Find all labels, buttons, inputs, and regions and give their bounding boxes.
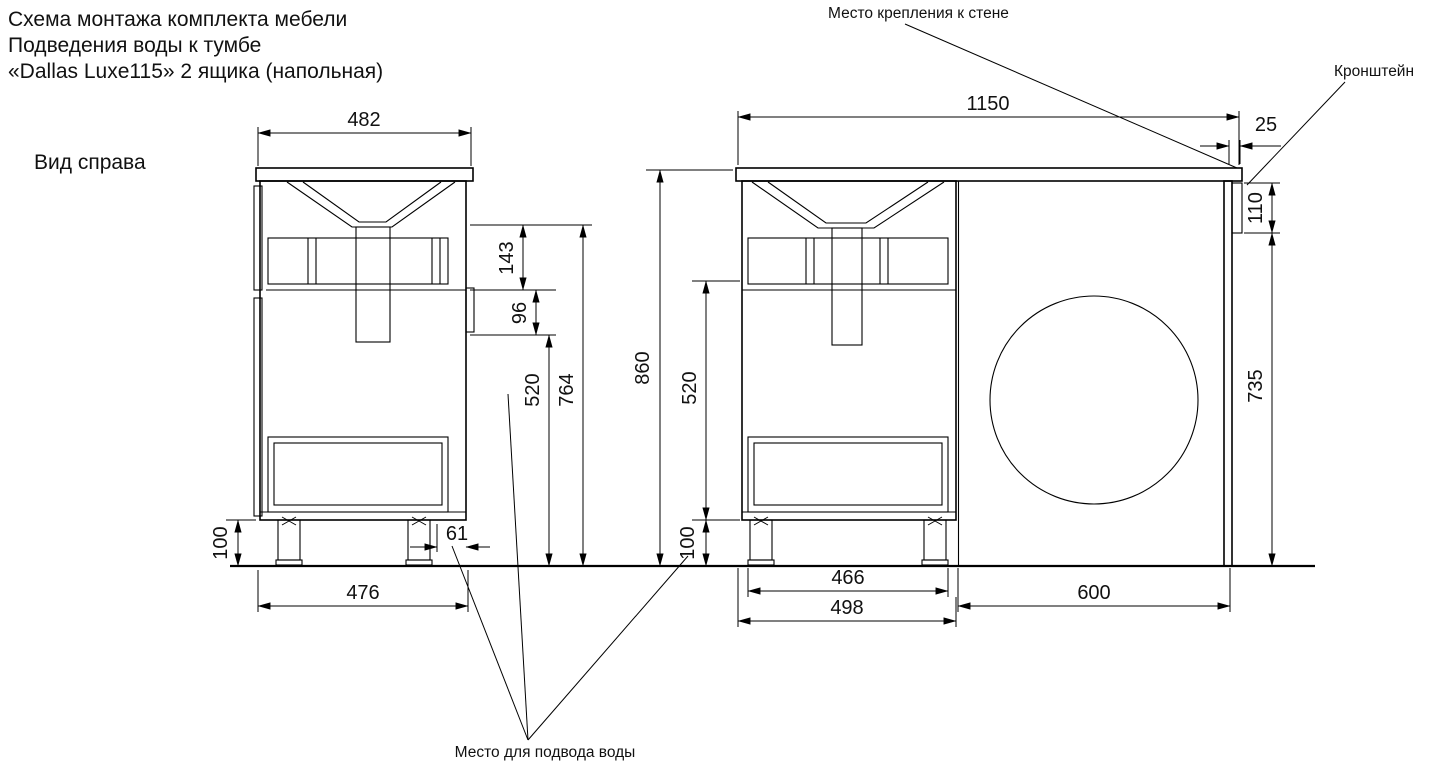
dim-466: 466 bbox=[747, 567, 949, 597]
wall-mount-leader bbox=[904, 23, 1238, 169]
wall-mount-callout: Место крепления к стене bbox=[828, 5, 1238, 169]
dim-860: 860 bbox=[632, 169, 733, 567]
water-leader-2 bbox=[507, 393, 529, 741]
dim-735: 735 bbox=[1245, 232, 1276, 567]
lower-drawer-side bbox=[260, 436, 466, 513]
side-view-drawing bbox=[253, 167, 475, 566]
water-supply-label: Место для подвода воды bbox=[455, 744, 636, 761]
water-leader-1 bbox=[451, 545, 529, 741]
dim-61: 61 bbox=[410, 523, 490, 552]
bay-side-panel bbox=[1223, 180, 1233, 567]
lower-drawer-front bbox=[742, 436, 956, 513]
dim-600-text: 600 bbox=[1077, 582, 1110, 604]
dim-110: 110 bbox=[1244, 182, 1280, 234]
title-block: Схема монтажа комплекта мебели Подведени… bbox=[8, 8, 383, 174]
dim-764: 764 bbox=[556, 224, 587, 567]
bracket bbox=[1231, 182, 1243, 234]
dim-520-right: 520 bbox=[679, 280, 740, 521]
dim-61-text: 61 bbox=[446, 523, 468, 545]
dim-764-text: 764 bbox=[556, 373, 578, 406]
sink-basin-front bbox=[751, 181, 945, 229]
washing-machine-drum bbox=[989, 295, 1199, 505]
title-line-3: «Dallas Luxe115» 2 ящика (напольная) bbox=[8, 60, 383, 83]
countertop-front bbox=[735, 167, 1243, 182]
dim-600: 600 bbox=[957, 568, 1231, 612]
siphon-front bbox=[831, 227, 863, 346]
title-line-1: Схема монтажа комплекта мебели bbox=[8, 8, 347, 31]
view-right-label: Вид справа bbox=[34, 151, 146, 174]
dim-498-text: 498 bbox=[830, 597, 863, 619]
bracket-leader bbox=[1246, 81, 1346, 186]
dim-25-text: 25 bbox=[1255, 114, 1277, 136]
dim-143-text: 143 bbox=[496, 241, 518, 274]
bracket-callout: Кронштейн bbox=[1246, 63, 1414, 186]
sink-basin-side bbox=[286, 181, 456, 228]
dim-520-left: 520 bbox=[522, 334, 553, 567]
dim-1150: 1150 bbox=[737, 93, 1240, 165]
dim-735-text: 735 bbox=[1245, 369, 1267, 402]
dim-100-right-text: 100 bbox=[677, 526, 699, 559]
dim-520-right-text: 520 bbox=[679, 371, 701, 404]
dim-476: 476 bbox=[257, 570, 469, 612]
dim-100-right: 100 bbox=[677, 519, 710, 567]
drawer-front-2-side bbox=[253, 297, 263, 517]
upper-drawer-side bbox=[266, 237, 466, 291]
title-line-2: Подведения воды к тумбе bbox=[8, 34, 261, 57]
dim-860-text: 860 bbox=[632, 351, 654, 384]
dim-100-left: 100 bbox=[210, 519, 256, 567]
cabinet-body-front bbox=[741, 180, 957, 521]
front-view-drawing bbox=[735, 167, 1243, 567]
legs-front bbox=[747, 516, 949, 566]
dim-1150-text: 1150 bbox=[966, 93, 1009, 115]
upper-drawer-front bbox=[742, 237, 956, 291]
countertop-side bbox=[255, 167, 474, 182]
dim-96-text: 96 bbox=[509, 302, 531, 324]
water-supply-callout: Место для подвода воды bbox=[451, 393, 689, 761]
dim-466-text: 466 bbox=[831, 567, 864, 589]
dim-110-text: 110 bbox=[1245, 192, 1267, 224]
dim-96: 96 bbox=[470, 289, 556, 336]
dim-476-text: 476 bbox=[346, 582, 379, 604]
dim-482: 482 bbox=[257, 109, 472, 166]
dim-25: 25 bbox=[1200, 114, 1281, 164]
dim-520-left-text: 520 bbox=[522, 373, 544, 406]
dim-498: 498 bbox=[737, 568, 957, 627]
bracket-label: Кронштейн bbox=[1334, 63, 1414, 80]
wall-mount-label: Место крепления к стене bbox=[828, 5, 1009, 22]
dim-482-text: 482 bbox=[347, 109, 380, 131]
water-leader-3 bbox=[527, 555, 689, 741]
dim-100-left-text: 100 bbox=[210, 526, 232, 559]
legs-side bbox=[275, 516, 433, 566]
dim-143: 143 bbox=[470, 224, 592, 291]
side-rail bbox=[465, 287, 475, 333]
cabinet-body-side bbox=[259, 180, 467, 521]
drawer-front-1-side bbox=[253, 185, 263, 291]
